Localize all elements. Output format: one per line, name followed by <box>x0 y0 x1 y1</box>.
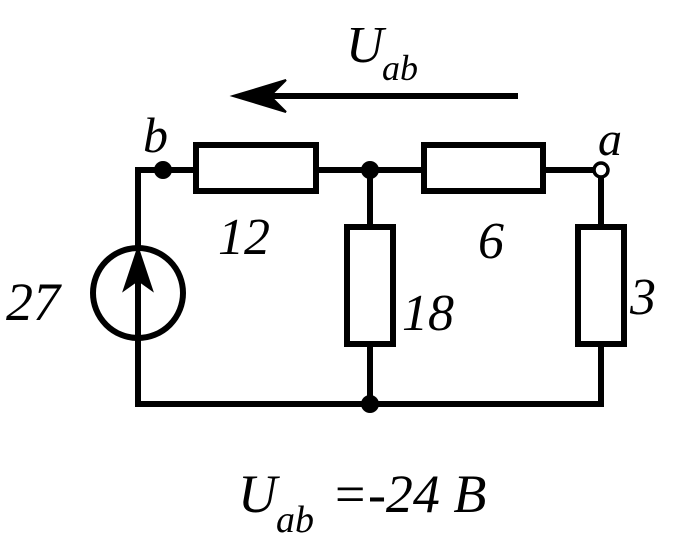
node-a-terminal <box>592 161 610 179</box>
result-value: =-24 В <box>318 464 486 524</box>
resistor-18 <box>344 224 396 347</box>
voltage-symbol: U <box>346 17 387 74</box>
result-symbol: U <box>238 464 280 524</box>
result-formula: U ab =-24 В <box>238 464 486 541</box>
voltage-subscript: ab <box>382 48 418 88</box>
resistor-3-label: 3 <box>629 269 656 326</box>
result-subscript: ab <box>276 499 314 541</box>
node-b-label: b <box>143 107 168 163</box>
junction-top-dot <box>361 161 379 179</box>
voltage-arrow-label: U ab <box>346 17 418 88</box>
resistor-12-label: 12 <box>218 209 270 266</box>
resistor-18-label: 18 <box>402 285 454 342</box>
resistor-6-label: 6 <box>478 213 504 270</box>
node-b-dot <box>154 161 172 179</box>
resistor-12 <box>193 142 319 194</box>
voltage-direction-arrow <box>229 79 518 113</box>
resistor-6 <box>421 142 546 194</box>
source-value-label: 27 <box>6 272 62 332</box>
source-arrow-head <box>122 244 154 293</box>
resistor-3 <box>575 224 627 347</box>
junction-bottom-dot <box>361 395 379 413</box>
arrow-head <box>229 79 287 113</box>
current-source <box>90 244 186 341</box>
node-a-label: a <box>598 113 622 166</box>
